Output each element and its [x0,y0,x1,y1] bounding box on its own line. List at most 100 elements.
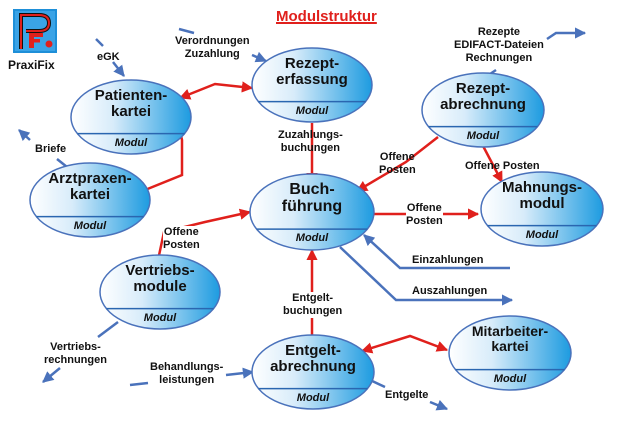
label-line: Behandlungs- [150,361,224,373]
node-title: Mahnungs-modul [481,180,603,212]
node-ellipse-mitarbeiterkartei[interactable] [448,315,572,391]
node-title-line: modul [519,194,565,212]
label-line: Zuzahlung [184,48,240,61]
node-ellipse-rezeptabrechnung[interactable] [421,72,545,148]
node-subtitle: Modul [73,219,107,232]
label-line: Vertriebs- [50,341,101,353]
node-title: Patienten-kartei [71,88,191,120]
node-title: Arztpraxen-kartei [30,171,150,203]
label-egk: eGK [97,51,120,63]
node-subtitle: Modul [493,372,527,385]
praxifix-logo [13,9,57,53]
node-title-line: führung [281,198,343,216]
arrow-behandlungsleistungen-in-b [225,367,255,379]
label-rezepte-edifact-rechnungen: Rezepte EDIFACT-Dateien Rechnungen [454,26,544,66]
arrow-rezeptabrechnung-buchfuehrung [356,136,439,193]
arrow-einzahlungen-in [363,234,510,270]
node-ellipse-arztpraxenkartei[interactable] [29,162,151,238]
node-title-line: Arztpraxen- [48,170,132,188]
arrow-briefe-out-b [18,129,31,141]
node-title-line: Patienten- [94,87,168,105]
node-title-line: erfassung [276,70,348,88]
label-line: Verordnungen [175,35,250,47]
label-line: Rechnungen [465,52,533,65]
arrow-rezepte-out [546,27,587,41]
arrow-rezeptabrechnung-mahnung [480,143,504,183]
node-subtitle: Modul [525,228,559,241]
node-subtitle: Modul [114,136,148,149]
node-ellipse-buchfuehrung[interactable] [249,173,375,251]
label-offene-posten-rezept-buch: Offene Posten [379,151,416,177]
node-title-line: Buch- [289,181,335,199]
label-verordnungen-zuzahlung: Verordnungen Zuzahlung [175,35,250,61]
label-behandlungsleistungen: Behandlungs- leistungen [150,361,223,387]
node-ellipse-entgeltabrechnung[interactable] [251,334,375,410]
node-subtitle: Modul [143,311,177,324]
label-line: Posten [379,164,416,177]
arrow-vertriebsrechnungen-out-b [42,367,61,383]
arrow-entgelte-out-b [429,399,449,411]
arrow-patienten-rezepterfassung [178,81,254,100]
label-offene-posten-rezept-mahnung: Offene Posten [465,160,540,172]
label-line: buchungen [280,142,341,155]
node-ellipse-patientenkartei[interactable] [70,79,192,155]
node-ellipse-rezepterfassung[interactable] [251,47,373,123]
node-title-line: module [133,277,187,295]
node-title-line: Rezept- [284,55,340,73]
node-ellipse-mahnungsmodul[interactable] [480,171,604,247]
label-offene-posten-vertrieb: Offene Posten [163,226,200,253]
label-briefe: Briefe [35,143,67,155]
label-vertriebsrechnungen: Vertriebs- rechnungen [44,341,107,367]
node-title-line: Mahnungs- [502,179,582,197]
node-title-line: abrechnung [270,357,356,375]
label-line: Offene [163,226,199,238]
logo-label: PraxiFix [8,58,55,72]
arrow-egk-in-b [112,61,125,77]
label-entgelte: Entgelte [385,389,429,401]
node-title-line: abrechnung [440,95,526,113]
node-title-line: Mitarbeiter- [471,323,549,340]
label-entgeltbuchungen: Entgelt- buchungen [283,292,343,319]
label-line: Rezepte [477,26,521,38]
label-offene-posten-buch-mahnung: Offene Posten [406,202,443,229]
arrow-verordnungen-in-a [178,27,195,35]
label-line: EDIFACT-Dateien [454,39,544,52]
label-zuzahlungsbuchungen: Zuzahlungs- buchungen [278,129,343,155]
node-subtitle: Modul [295,232,329,245]
label-line: Posten [406,215,443,228]
node-title: Rezept-erfassung [252,56,372,88]
node-subtitle: Modul [296,391,330,404]
node-subtitle: Modul [295,104,329,117]
label-line: Offene [406,202,442,214]
node-title: Mitarbeiter-kartei [449,324,571,353]
arrow-egk-in-a [95,38,104,47]
node-title-line: Vertriebs- [125,262,195,280]
label-line: rechnungen [44,354,107,367]
arrow-behandlungsleistungen-in-a [129,381,149,387]
label-line: Entgelt- [292,292,334,304]
label-auszahlungen: Auszahlungen [412,285,488,297]
node-title: Vertriebs-module [100,263,220,295]
arrow-verordnungen-in-b [251,51,268,63]
node-title-line: Rezept- [455,80,511,98]
node-ellipse-vertriebsmodule[interactable] [99,254,221,330]
page-title: Modulstruktur [276,8,377,25]
node-title: Buch-führung [250,182,374,216]
node-title: Rezept-abrechnung [422,81,544,113]
arrow-auszahlungen-out [339,246,514,306]
arrow-vertriebsrechnungen-out-a [97,321,119,338]
label-line: Posten [163,239,200,252]
node-title-line: kartei [69,185,111,203]
label-line: leistungen [159,374,215,387]
